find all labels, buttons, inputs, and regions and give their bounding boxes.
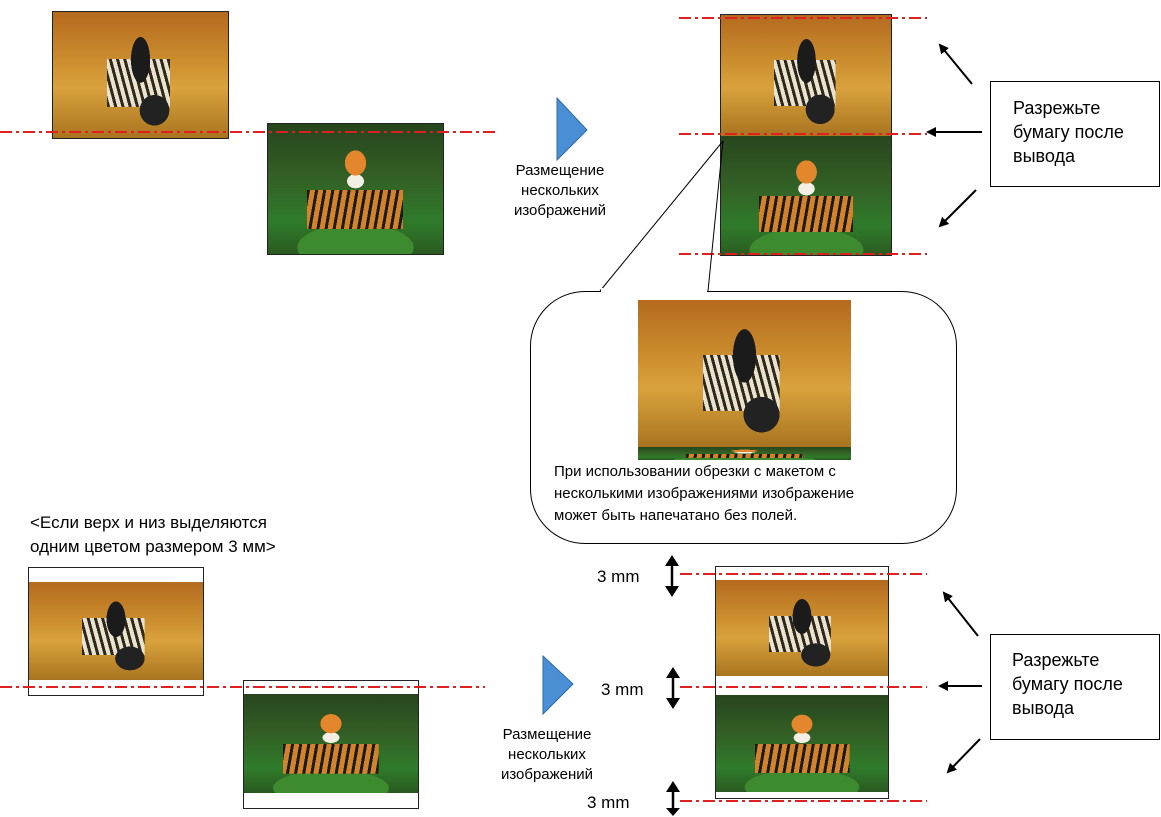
arrange-label-line: Размещение (515, 162, 605, 179)
cut-box-line: вывода (1012, 698, 1074, 718)
tiger-photo-output-top (721, 136, 892, 256)
zebra-photo-output-top (721, 15, 892, 136)
arrange-label-line: изображений (513, 202, 607, 219)
arrow-icon (946, 738, 981, 774)
cut-paper-box-bottom (990, 634, 1160, 740)
zebra-photo-bottom-left (29, 582, 203, 680)
zebra-photo-callout (638, 300, 851, 447)
mm-label: 3 mm (597, 567, 640, 586)
margin-note: <Если верх и низ выделяются одним цветом… (30, 511, 276, 559)
cut-line (680, 800, 927, 802)
arrow-icon (938, 43, 973, 85)
arrange-label-line: изображений (500, 766, 594, 783)
cut-line (0, 686, 485, 688)
cut-line (679, 253, 927, 255)
tiger-photo-top-left (267, 123, 444, 255)
arrow-icon (938, 189, 977, 228)
callout-line: может быть напечатано без полей. (554, 507, 798, 524)
arrange-label-line: нескольких (521, 182, 599, 199)
zebra-photo-top-left (52, 11, 229, 139)
callout-gap (601, 288, 707, 294)
margin-note-line: <Если верх и низ выделяются (30, 513, 267, 532)
callout-pointer (599, 140, 724, 292)
tiger-photo-callout-strip (638, 447, 851, 460)
cut-paper-text-top: Разрежьте бумагу после вывода (1013, 96, 1124, 168)
arrange-arrow-top (556, 96, 588, 162)
callout-pointer (707, 140, 724, 292)
callout-line: При использовании обрезки с макетом с (554, 463, 836, 480)
zebra-photo-output-bottom (716, 580, 888, 676)
cut-box-line: Разрежьте (1013, 98, 1101, 118)
callout-text: При использовании обрезки с макетом с не… (554, 461, 854, 527)
cut-box-line: вывода (1013, 146, 1075, 166)
cut-line (679, 133, 927, 135)
output-frame (720, 14, 892, 256)
cut-box-line: Разрежьте (1012, 650, 1100, 670)
double-arrow-icon (666, 781, 680, 816)
arrange-label-top: Размещение нескольких изображений (497, 161, 623, 221)
tiger-photo-bottom-left (244, 694, 418, 793)
cut-line (679, 17, 927, 19)
cut-box-line: бумагу после (1012, 674, 1123, 694)
arrange-label-bottom: Размещение нескольких изображений (484, 725, 610, 785)
cut-line (680, 686, 927, 688)
cut-paper-text-bottom: Разрежьте бумагу после вывода (1012, 648, 1123, 720)
double-arrow-icon (665, 555, 679, 597)
margin-note-line: одним цветом размером 3 мм> (30, 537, 276, 556)
cut-line (0, 131, 498, 133)
cut-line (680, 573, 927, 575)
tiger-photo-output-bottom (716, 695, 888, 792)
cut-paper-box-top (990, 81, 1160, 187)
arrange-arrow-bottom (542, 654, 574, 716)
arrow-icon (942, 591, 979, 637)
arrange-label-line: нескольких (508, 746, 586, 763)
mm-label: 3 mm (587, 793, 630, 812)
callout-line: несколькими изображениями изображение (554, 485, 855, 502)
mm-label: 3 mm (601, 680, 644, 699)
double-arrow-icon (666, 667, 680, 709)
cut-box-line: бумагу после (1013, 122, 1124, 142)
arrange-label-line: Размещение (502, 726, 592, 743)
